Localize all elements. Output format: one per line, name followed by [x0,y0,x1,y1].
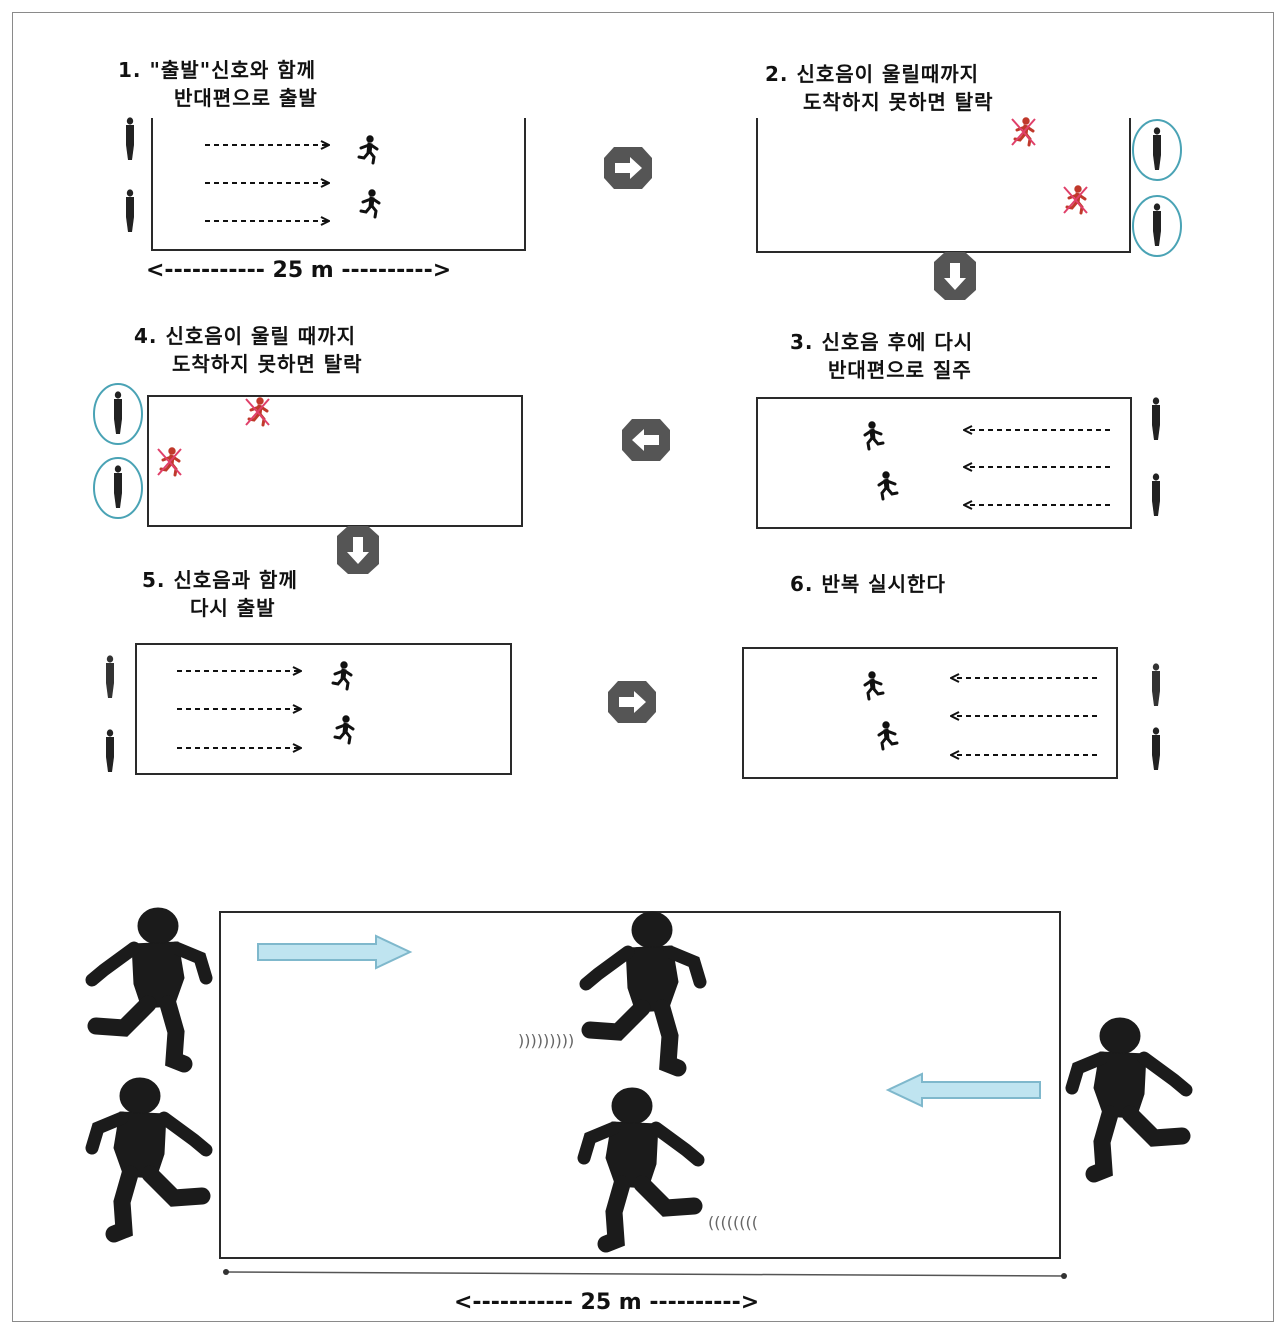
distance-endpoint [1061,1273,1067,1279]
runner-silhouette [586,912,700,1068]
standing-figure-icon [126,117,134,160]
blue-left-arrow-icon [885,1072,1041,1108]
standing-figure-icon [1152,473,1160,516]
right-arrow-icon [608,681,656,723]
panel-5 [106,643,512,775]
field-outline-5 [135,643,512,775]
field-outline-1 [151,118,526,251]
runner-icon [331,660,353,691]
panel-4 [93,383,523,527]
panel-1 [126,117,526,251]
standing-figure-icon [1152,727,1160,770]
step-1-line1: 1. "출발"신호와 함께 [118,58,317,82]
standing-figure-icon [114,391,122,434]
step-3-line2: 반대편으로 질주 [828,358,972,382]
panel-2 [756,118,1182,257]
blue-right-arrow-icon [257,934,413,970]
step-1-line2: 반대편으로 출발 [174,86,318,110]
runner-icon [877,470,899,501]
field-outline-6 [742,647,1118,779]
highlight-circle [93,383,143,445]
distance-line [225,1271,1065,1277]
step-5-line2: 다시 출발 [190,596,276,620]
highlight-circle [93,457,143,519]
distance-endpoint [223,1269,229,1275]
field-outline-2 [756,118,1131,253]
standing-figure-icon [1152,663,1160,706]
standing-figure-icon [114,465,122,508]
motion-lines: (((((((( [708,1213,758,1232]
step-1-label: 1. "출발"신호와 함께 반대편으로 출발 [118,56,318,112]
step-2-label: 2. 신호음이 울릴때까지 도착하지 못하면 탈락 [765,60,994,116]
runner-icon [863,670,885,701]
runner-icon [359,188,381,219]
distance-label-bottom: <----------- 25 m ----------> [454,1290,760,1315]
step-6-label: 6. 반복 실시한다 [790,570,946,598]
step-4-line2: 도착하지 못하면 탈락 [172,352,363,376]
step-4-label: 4. 신호음이 울릴 때까지 도착하지 못하면 탈락 [134,322,363,378]
step-3-label: 3. 신호음 후에 다시 반대편으로 질주 [790,328,973,384]
panel-3 [756,397,1160,529]
step-2-line1: 2. 신호음이 울릴때까지 [765,62,980,86]
step-3-line1: 3. 신호음 후에 다시 [790,330,974,354]
step-6-line1: 6. 반복 실시한다 [790,572,946,596]
highlight-circle [1132,119,1182,181]
field-outline-4 [147,395,523,527]
figure-frame [12,12,1274,1322]
field-outline-3 [756,397,1132,529]
large-field-outline [219,911,1061,1259]
runner-silhouette [92,908,206,1064]
standing-figure-icon [126,189,134,232]
standing-figure-icon [1153,203,1161,246]
right-arrow-icon [604,147,652,189]
standing-figure-icon [106,655,114,698]
eliminated-runner-icon [246,398,269,425]
runner-icon [877,720,899,751]
eliminated-runner-icon [1064,186,1087,213]
distance-label-top: <----------- 25 m ----------> [146,258,452,283]
runner-icon [863,420,885,451]
runner-icon [333,714,355,745]
standing-figure-icon [106,729,114,772]
left-arrow-icon [622,419,670,461]
step-5-line1: 5. 신호음과 함께 [142,568,298,592]
motion-lines: ))))))))) [518,1031,574,1050]
down-arrow-icon [934,252,976,300]
highlight-circle [1132,195,1182,257]
runner-silhouette [584,1088,698,1244]
standing-figure-icon [1152,397,1160,440]
runner-silhouette [92,1078,206,1234]
step-4-line1: 4. 신호음이 울릴 때까지 [134,324,357,348]
standing-figure-icon [1153,127,1161,170]
step-2-line2: 도착하지 못하면 탈락 [803,90,994,114]
eliminated-runner-icon [1012,118,1035,145]
down-arrow-icon [337,526,379,574]
step-5-label: 5. 신호음과 함께 다시 출발 [142,566,298,622]
runner-icon [357,134,379,165]
eliminated-runner-icon [158,448,181,475]
panel-6 [742,647,1160,779]
large-field-illustration: ))))))))) (((((((( [92,908,1186,1279]
runner-silhouette [1072,1018,1186,1174]
